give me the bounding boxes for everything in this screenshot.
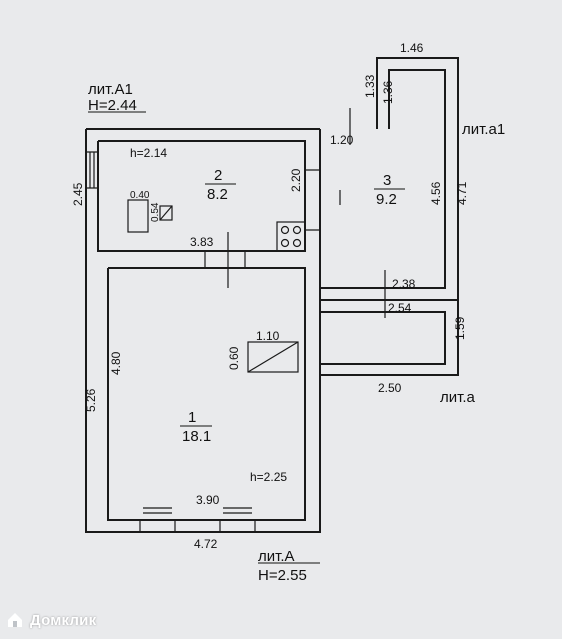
dim-0-54: 0.54 — [150, 202, 161, 222]
room-1-height: h=2.25 — [250, 470, 287, 484]
walls-veranda — [320, 57, 459, 376]
dim-4-56: 4.56 — [429, 181, 443, 205]
room-1-number: 1 — [188, 409, 196, 426]
dim-2-20: 2.20 — [289, 168, 303, 192]
dim-4-72: 4.72 — [194, 537, 218, 551]
lit-a1-small-label: лит.а1 — [462, 121, 505, 138]
dim-4-80: 4.80 — [109, 351, 123, 375]
room-1-area: 18.1 — [182, 428, 211, 445]
dim-2-54: 2.54 — [388, 301, 412, 315]
lit-a1-label: лит.А1 — [88, 81, 133, 98]
dim-5-26: 5.26 — [84, 388, 98, 412]
watermark: Домклик — [6, 611, 96, 629]
room-2-height: h=2.14 — [130, 146, 167, 160]
dim-2-38: 2.38 — [392, 277, 416, 291]
watermark-text: Домклик — [30, 611, 97, 629]
dim-1-59: 1.59 — [453, 316, 467, 340]
house-logo-icon — [8, 613, 22, 627]
fixtures — [127, 199, 306, 373]
lit-a-label: лит.А — [258, 548, 295, 565]
dim-1-36: 1.36 — [381, 80, 395, 104]
dim-2-50: 2.50 — [378, 381, 402, 395]
dim-3-90: 3.90 — [196, 493, 220, 507]
dim-1-10: 1.10 — [256, 329, 280, 343]
room-2-number: 2 — [214, 167, 222, 184]
openings — [86, 108, 386, 532]
h-a1-label: H=2.44 — [88, 97, 137, 114]
dim-1-46: 1.46 — [400, 41, 424, 55]
room-3-area: 9.2 — [376, 191, 397, 208]
room-2-area: 8.2 — [207, 186, 228, 203]
dim-0-60: 0.60 — [227, 346, 241, 370]
dim-1-20: 1.20 — [330, 133, 354, 147]
dim-3-83: 3.83 — [190, 235, 214, 249]
dim-0-40: 0.40 — [130, 190, 150, 201]
room-3-number: 3 — [383, 172, 391, 189]
dim-1-33: 1.33 — [363, 74, 377, 98]
lit-a-small-label: лит.а — [440, 389, 476, 406]
dim-4-71: 4.71 — [455, 181, 469, 205]
dim-2-45: 2.45 — [71, 182, 85, 206]
h-a-label: H=2.55 — [258, 567, 307, 584]
